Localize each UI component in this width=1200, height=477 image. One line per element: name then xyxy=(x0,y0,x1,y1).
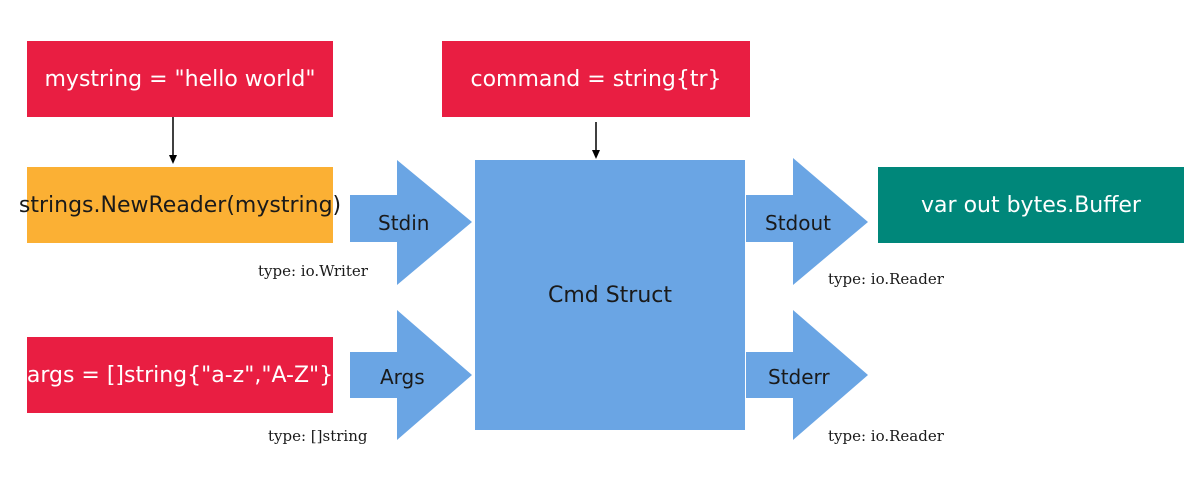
stderr-arrow xyxy=(746,310,868,440)
stdout-type-label: type: io.Reader xyxy=(828,270,944,288)
args-arrow-label: Args xyxy=(380,365,425,389)
cmd-struct-label: Cmd Struct xyxy=(547,282,673,308)
out-buffer-label: var out bytes.Buffer xyxy=(921,192,1141,218)
mystring-label: mystring = "hello world" xyxy=(44,66,316,92)
stdin-type-label: type: io.Writer xyxy=(258,262,368,280)
command-label: command = string{tr} xyxy=(470,66,722,92)
stdin-arrow xyxy=(350,160,472,285)
command-connector xyxy=(592,122,600,159)
stderr-label: Stderr xyxy=(768,365,830,389)
args-box: args = []string{"a-z","A-Z"} xyxy=(27,337,333,413)
args-type-label: type: []string xyxy=(268,427,368,445)
command-box: command = string{tr} xyxy=(442,41,750,117)
out-buffer-box: var out bytes.Buffer xyxy=(878,167,1184,243)
mystring-box: mystring = "hello world" xyxy=(27,41,333,117)
mystring-connector xyxy=(169,117,177,164)
new-reader-label: strings.NewReader(mystring) xyxy=(18,192,342,218)
args-label: args = []string{"a-z","A-Z"} xyxy=(26,362,334,388)
args-arrow xyxy=(350,310,472,440)
stdin-label: Stdin xyxy=(378,211,430,235)
stderr-type-label: type: io.Reader xyxy=(828,427,944,445)
new-reader-box: strings.NewReader(mystring) xyxy=(19,167,341,243)
cmd-struct-box: Cmd Struct xyxy=(475,160,745,430)
stdout-label: Stdout xyxy=(765,211,831,235)
stdout-arrow xyxy=(746,158,868,285)
